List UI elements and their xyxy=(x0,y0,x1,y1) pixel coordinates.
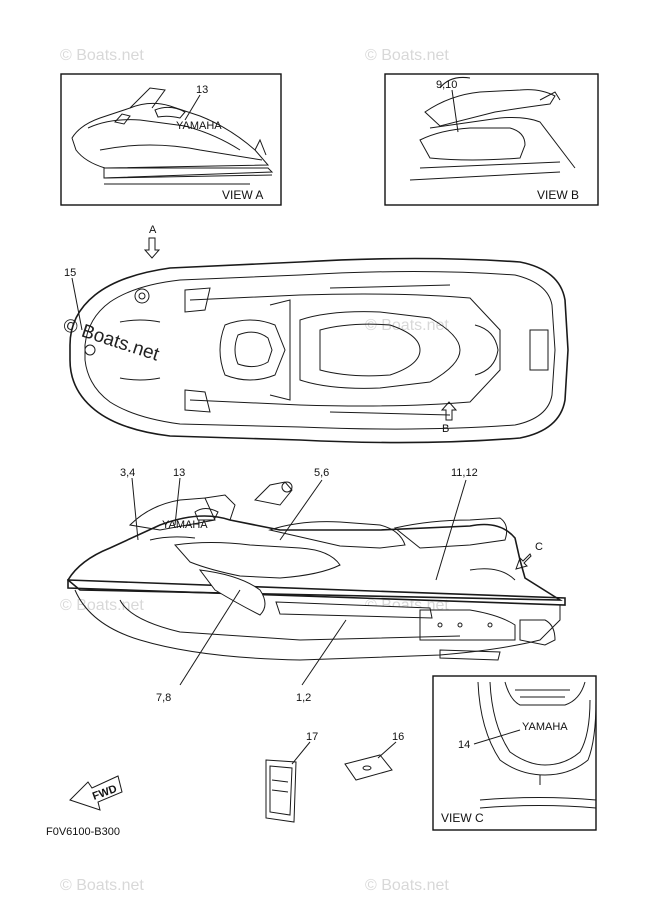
view-a-brand: YAMAHA xyxy=(176,120,222,132)
arrow-c-icon xyxy=(515,553,532,570)
callout-9-10-leader xyxy=(451,89,459,133)
watermark-overlay: © Boats.net xyxy=(60,315,162,366)
view-c-frame xyxy=(432,675,597,831)
callout-1-2: 1,2 xyxy=(296,692,311,704)
callout-5-6: 5,6 xyxy=(314,467,329,479)
arrow-a-icon xyxy=(143,237,161,259)
watermark-mid-left: © Boats.net xyxy=(60,597,144,614)
view-c-drawing: YAMAHA xyxy=(477,681,597,809)
view-c-panel: YAMAHA 14 VIEW C xyxy=(432,675,597,831)
callout-3-4: 3,4 xyxy=(120,467,135,479)
view-c-brand: YAMAHA xyxy=(522,721,568,733)
callout-5-6-leader xyxy=(279,479,323,541)
view-a-frame xyxy=(60,73,282,206)
top-view-drawing xyxy=(69,257,569,444)
view-a-arrow: A xyxy=(143,224,161,259)
view-b-arrow: B xyxy=(440,401,458,435)
part-16-label xyxy=(344,741,397,781)
callout-3-4-leader xyxy=(131,477,139,541)
side-view-brand: YAMAHA xyxy=(162,519,208,531)
callout-13-side-leader xyxy=(174,477,181,526)
callout-13-side: 13 xyxy=(173,467,185,479)
callout-17: 17 xyxy=(306,731,318,743)
callout-14: 14 xyxy=(458,739,470,751)
callout-11-12-leader xyxy=(435,479,467,581)
arrow-b-label: B xyxy=(442,423,449,435)
watermarks: © Boats.net © Boats.net © Boats.net © Bo… xyxy=(60,47,449,894)
watermark-upper-right: © Boats.net xyxy=(365,317,449,334)
arrow-c-label: C xyxy=(535,541,543,553)
callout-15-leader xyxy=(71,277,83,331)
view-b-panel: 9,10 VIEW B xyxy=(384,73,599,206)
callout-13-view-a: 13 xyxy=(196,84,208,96)
fwd-arrow-icon: FWD xyxy=(69,775,123,811)
callout-14-leader xyxy=(473,729,521,745)
view-b-frame xyxy=(384,73,599,206)
arrow-a-label: A xyxy=(149,224,157,236)
callout-9-10: 9,10 xyxy=(436,79,457,91)
part-17-decal xyxy=(265,741,311,823)
fwd-label: FWD xyxy=(91,783,119,803)
view-b-drawing xyxy=(409,77,576,181)
callout-13-view-a-leader xyxy=(184,94,201,121)
view-b-label: VIEW B xyxy=(537,188,579,202)
watermark-bottom-right: © Boats.net xyxy=(365,877,449,894)
callout-7-8-leader xyxy=(179,589,241,686)
arrow-b-icon xyxy=(440,401,458,421)
view-a-label: VIEW A xyxy=(222,188,263,202)
view-c-label: VIEW C xyxy=(441,811,484,825)
callout-11-12: 11,12 xyxy=(451,467,478,479)
callout-16: 16 xyxy=(392,731,404,743)
view-a-drawing: YAMAHA xyxy=(71,87,274,185)
callout-15: 15 xyxy=(64,267,76,279)
view-c-arrow: C xyxy=(515,541,543,570)
callout-7-8: 7,8 xyxy=(156,692,171,704)
callout-1-2-leader xyxy=(301,619,347,686)
side-view-drawing: YAMAHA xyxy=(66,481,566,661)
view-a-panel: YAMAHA 13 VIEW A xyxy=(60,73,282,206)
diagram-code: F0V6100-B300 xyxy=(46,826,120,838)
watermark-bottom-left: © Boats.net xyxy=(60,877,144,894)
watermark-top-right: © Boats.net xyxy=(365,47,449,64)
watermark-top-left: © Boats.net xyxy=(60,47,144,64)
